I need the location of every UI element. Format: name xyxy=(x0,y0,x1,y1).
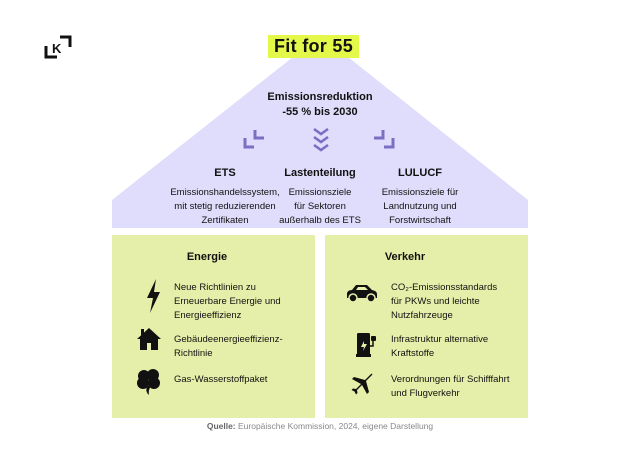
source-label: Quelle: xyxy=(206,421,236,431)
pillar-title: LULUCF xyxy=(398,167,442,179)
arrows-down-left-icon xyxy=(243,130,264,149)
pillar-text: für Sektoren xyxy=(294,201,346,212)
arrows-down-right-icon xyxy=(374,130,395,149)
verkehr-item: CO₂-Emissionsstandards für PKWs und leic… xyxy=(391,281,497,323)
pillar-lulucf: LULUCF Emissionsziele für Landnutzung un… xyxy=(355,166,485,228)
item-text: Erneuerbare Energie und xyxy=(174,296,281,307)
charging-station-icon xyxy=(356,333,376,357)
pillar-text: außerhalb des ETS xyxy=(279,215,361,226)
pillar-title: Lastenteilung xyxy=(284,167,356,179)
energie-item: Neue Richtlinien zu Erneuerbare Energie … xyxy=(174,281,281,323)
lightning-icon xyxy=(147,279,160,313)
cloud-tree-icon xyxy=(137,369,160,395)
item-text: Richtlinie xyxy=(174,348,213,359)
source-text: Europäische Kommission, 2024, eigene Dar… xyxy=(235,421,434,431)
item-text: CO₂-Emissionsstandards xyxy=(391,282,498,293)
verkehr-item: Infrastruktur alternative Kraftstoffe xyxy=(391,333,488,361)
item-text: und Flugverkehr xyxy=(391,388,460,399)
pillar-text: mit stetig reduzierenden xyxy=(174,201,276,212)
item-text: Gas-Wasserstoffpaket xyxy=(174,374,268,385)
energie-item: Gas-Wasserstoffpaket xyxy=(174,373,267,387)
item-text: Infrastruktur alternative xyxy=(391,334,489,345)
goal-line2: -55 % bis 2030 xyxy=(282,106,358,118)
verkehr-box: Verkehr CO₂-Emissionsstandards für PKWs … xyxy=(325,235,528,418)
goal: Emissionsreduktion -55 % bis 2030 xyxy=(220,90,420,120)
source-note: Quelle: Europäische Kommission, 2024, ei… xyxy=(0,421,640,431)
pillar-text: Zertifikaten xyxy=(201,215,249,226)
item-text: Energieeffizienz xyxy=(174,310,242,321)
pillar-text: Forstwirtschaft xyxy=(389,215,451,226)
goal-line1: Emissionsreduktion xyxy=(267,91,373,103)
pillar-text: Emissionsziele für xyxy=(381,187,459,198)
item-text: Neue Richtlinien zu xyxy=(174,282,256,293)
verkehr-title: Verkehr xyxy=(384,251,426,263)
chevrons-down-icon xyxy=(313,127,329,152)
svg-text:K: K xyxy=(52,41,62,56)
energie-item: Gebäudeenergieeffizienz- Richtlinie xyxy=(174,333,283,361)
pillar-ets: ETS Emissionshandelssystem, mit stetig r… xyxy=(150,166,300,228)
page-title: Fit for 55 xyxy=(268,35,360,58)
airplane-icon xyxy=(351,373,373,395)
item-text: Gebäudeenergieeffizienz- xyxy=(174,334,283,345)
energie-title: Energie xyxy=(186,251,228,263)
pillar-text: Emissionsziele xyxy=(288,187,352,198)
pillar-title: ETS xyxy=(214,167,236,179)
item-text: Kraftstoffe xyxy=(391,348,435,359)
item-text: Nutzfahrzeuge xyxy=(391,310,453,321)
energie-box: Energie Neue Richtlinien zu Erneuerbare … xyxy=(112,235,315,418)
verkehr-item: Verordnungen für Schifffahrt und Flugver… xyxy=(391,373,509,401)
pillar-lastenteilung: Lastenteilung Emissionsziele für Sektore… xyxy=(260,166,380,228)
item-text: Verordnungen für Schifffahrt xyxy=(391,374,510,385)
car-icon xyxy=(347,285,377,303)
house-icon xyxy=(137,328,161,350)
pillar-text: Emissionshandelssystem, xyxy=(170,187,280,198)
logo-icon: K xyxy=(44,35,72,59)
item-text: für PKWs und leichte xyxy=(391,296,480,307)
pillar-text: Landnutzung und xyxy=(383,201,457,212)
